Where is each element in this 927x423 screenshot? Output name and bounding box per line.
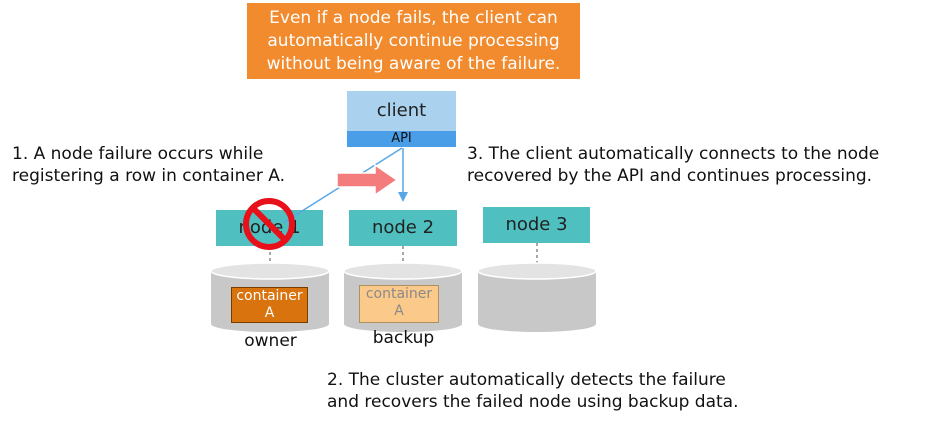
backup-container-id: A [394, 303, 404, 319]
owner-container: container A [231, 287, 308, 323]
prohibited-icon [243, 198, 295, 250]
node-3: node 3 [483, 207, 590, 243]
owner-container-label: container [236, 288, 303, 304]
banner-line-1: Even if a node fails, the client can [269, 8, 558, 28]
step-2-line-2: and recovers the failed node using backu… [327, 392, 739, 412]
failover-arrow-icon [336, 163, 399, 197]
step-2-note: 2. The cluster automatically detects the… [327, 369, 738, 413]
step-1-line-1: 1. A node failure occurs while [12, 144, 264, 164]
disk-3-cylinder [477, 262, 597, 332]
banner-line-2: automatically continue processing [267, 31, 560, 51]
backup-container-label: container [365, 286, 433, 302]
step-3-line-1: 3. The client automatically connects to … [467, 144, 880, 164]
backup-label: backup [372, 328, 435, 348]
banner-line-3: without being aware of the failure. [266, 54, 561, 74]
owner-label: owner [244, 331, 297, 351]
node-2: node 2 [349, 210, 457, 246]
backup-container: container A [359, 285, 439, 323]
step-1-line-2: registering a row in container A. [12, 166, 285, 186]
step-3-line-2: recovered by the API and continues proce… [467, 166, 873, 186]
step-3-note: 3. The client automatically connects to … [467, 143, 879, 187]
step-1-note: 1. A node failure occurs while registeri… [12, 143, 285, 187]
owner-container-id: A [264, 305, 275, 321]
client-box [347, 91, 456, 131]
client-label: client [376, 100, 427, 121]
step-2-line-1: 2. The cluster automatically detects the… [327, 370, 726, 390]
api-bar: API [347, 131, 456, 147]
summary-banner: Even if a node fails, the client can aut… [247, 3, 580, 79]
